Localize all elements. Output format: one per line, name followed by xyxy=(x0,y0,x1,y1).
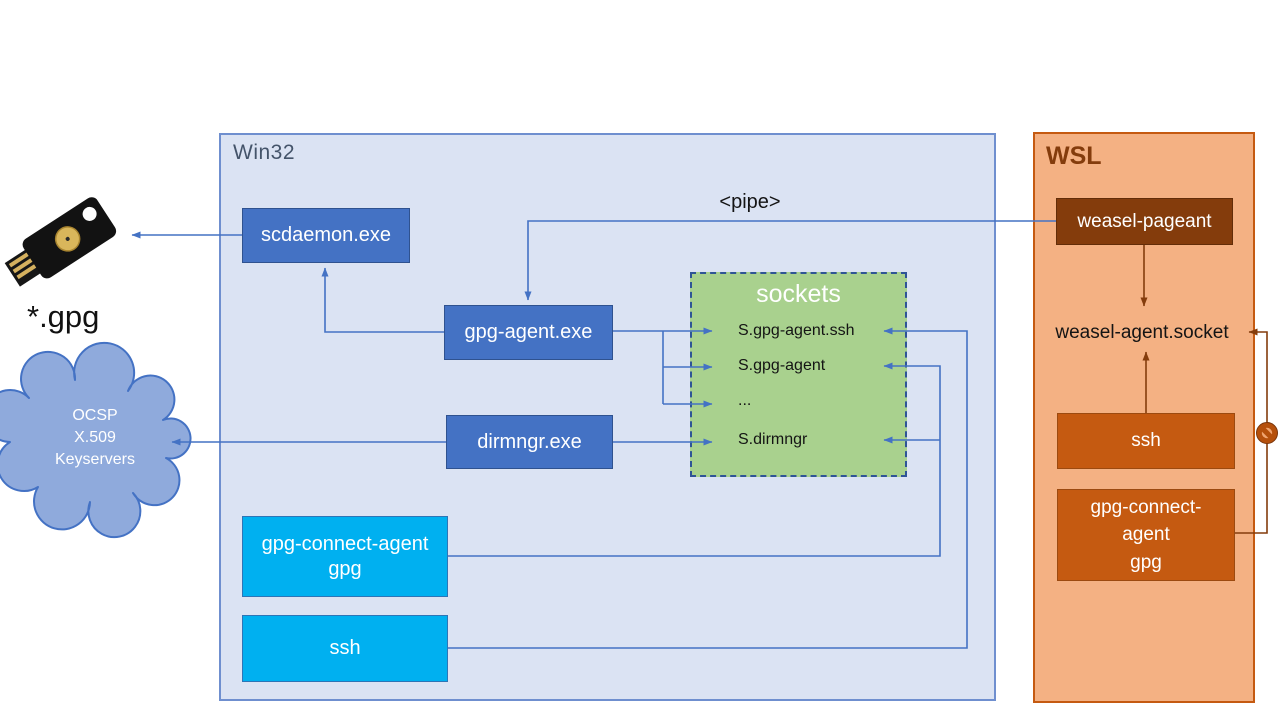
node-wsl-ssh: ssh xyxy=(1057,413,1235,469)
node-win-gpg-connect-agent: gpg-connect-agent gpg xyxy=(242,516,448,597)
socket-entry-gpg-agent-ssh: S.gpg-agent.ssh xyxy=(738,322,855,339)
node-win-ssh: ssh xyxy=(242,615,448,682)
cloud-label-line2: X.509 xyxy=(74,429,116,446)
node-weasel-pageant-label: weasel-pageant xyxy=(1077,210,1212,232)
cloud-label-line3: Keyservers xyxy=(54,451,136,468)
node-win-ssh-label: ssh xyxy=(329,637,361,659)
node-wsl-gpg-connect-agent: gpg-connect- agent gpg xyxy=(1057,489,1235,581)
node-wsl-gpg-connect-line2: agent xyxy=(1122,524,1170,546)
sockets-title: sockets xyxy=(756,280,841,308)
node-wsl-ssh-label: ssh xyxy=(1131,430,1161,452)
yubikey-icon xyxy=(4,197,117,287)
gpg-files-label: *.gpg xyxy=(27,299,100,334)
socket-entry-gpg-agent: S.gpg-agent xyxy=(738,357,826,374)
node-wsl-gpg-connect-line1: gpg-connect- xyxy=(1090,496,1202,518)
socket-entry-dirmngr: S.dirmngr xyxy=(738,431,808,448)
node-wsl-gpg-connect-line3: gpg xyxy=(1130,551,1162,573)
node-scdaemon: scdaemon.exe xyxy=(242,208,410,263)
win32-region-label: Win32 xyxy=(233,141,296,164)
node-gpg-agent: gpg-agent.exe xyxy=(444,305,613,360)
node-dirmngr: dirmngr.exe xyxy=(446,415,613,469)
socket-entry-ellipsis: ... xyxy=(738,392,752,409)
node-dirmngr-label: dirmngr.exe xyxy=(477,430,582,453)
node-gpg-agent-label: gpg-agent.exe xyxy=(464,321,593,343)
wsl-region-label: WSL xyxy=(1046,142,1102,170)
weasel-agent-socket-label: weasel-agent.socket xyxy=(1055,322,1229,343)
node-win-gpg-connect-line2: gpg xyxy=(328,557,362,580)
pipe-annotation: <pipe> xyxy=(719,191,781,213)
cloud-label-line1: OCSP xyxy=(72,407,118,424)
node-weasel-pageant: weasel-pageant xyxy=(1056,198,1233,245)
node-scdaemon-label: scdaemon.exe xyxy=(260,224,392,246)
node-win-gpg-connect-line1: gpg-connect-agent xyxy=(261,532,429,555)
no-entry-icon xyxy=(1256,422,1278,444)
